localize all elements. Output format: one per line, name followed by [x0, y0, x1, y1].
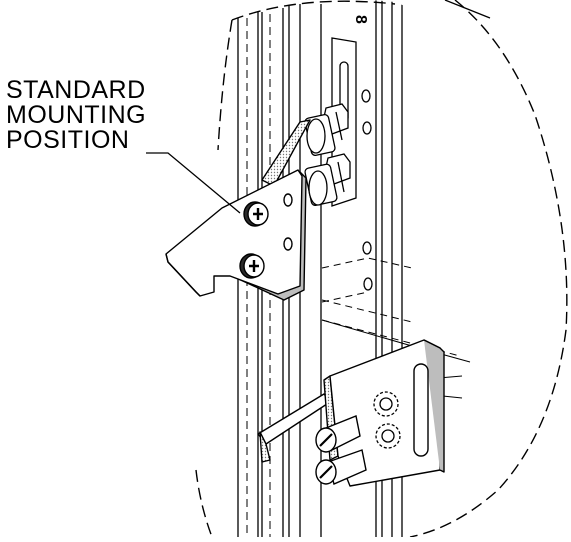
explode-lines [321, 257, 461, 357]
upper-bracket [165, 119, 311, 301]
callout-line-2: MOUNTING [6, 101, 147, 129]
detail-circle-boundary [195, 0, 568, 538]
coax-connector-lower [304, 153, 351, 206]
callout-line-3: POSITION [6, 126, 130, 154]
slotted-screw-icon [315, 449, 367, 485]
lock-washer-icon [373, 391, 399, 417]
coax-connector-upper [304, 103, 349, 156]
phillips-screw-icon [243, 201, 269, 227]
outer-arc [444, 0, 491, 19]
rail-holes [361, 89, 373, 291]
callout-standard-mounting-position: STANDARD MOUNTING POSITION [6, 78, 146, 153]
callout-line-1: STANDARD [6, 76, 146, 104]
lock-washer-icon [375, 423, 401, 449]
rail-mark: 8 [352, 15, 369, 24]
phillips-screw-icon [239, 253, 265, 279]
slotted-screw-icon [315, 415, 361, 453]
callout-leader [146, 152, 241, 214]
